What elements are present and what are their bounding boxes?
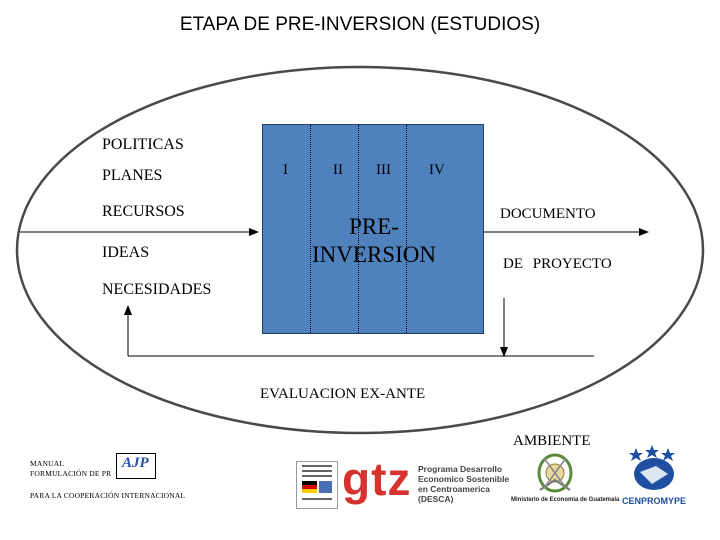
- program-line4: (DESCA): [418, 494, 454, 504]
- program-desca-block: Programa Desarrollo Economico Sostenible…: [418, 464, 509, 504]
- preinversion-label-line1: PRE-: [349, 214, 399, 239]
- phase-label-iii: III: [376, 162, 391, 178]
- guatemala-crest-icon: [537, 453, 573, 493]
- preinversion-label: PRE- INVERSION: [263, 213, 485, 269]
- manual-line3: PARA LA COOPERACIÓN INTERNACIONAL: [30, 491, 186, 500]
- input-ideas: IDEAS: [102, 244, 150, 261]
- program-line3: en Centroamerica: [418, 484, 490, 494]
- input-politicas: POLITICAS: [102, 136, 184, 153]
- page-title: ETAPA DE PRE-INVERSION (ESTUDIOS): [179, 14, 541, 35]
- german-cooperation-emblem: [296, 461, 338, 509]
- input-recursos: RECURSOS: [102, 203, 185, 220]
- input-planes: PLANES: [102, 167, 163, 184]
- program-line2: Economico Sostenible: [418, 474, 510, 484]
- phase-divider: [358, 125, 359, 333]
- input-necesidades: NECESIDADES: [102, 281, 212, 298]
- preinversion-box: I II III IV PRE- INVERSION: [262, 124, 484, 334]
- ministry-label: Ministerio de Economia de Guatemala: [511, 497, 620, 503]
- output-documento: DOCUMENTO: [500, 206, 596, 222]
- phase-label-i: I: [283, 162, 288, 178]
- gtz-logo: gtz: [342, 453, 412, 505]
- program-line1: Programa Desarrollo: [418, 464, 503, 474]
- environment-ellipse: [15, 65, 705, 435]
- phase-divider: [310, 125, 311, 333]
- cenpromype-emblem: [629, 445, 675, 490]
- evaluation-label: EVALUACION EX-ANTE: [260, 386, 426, 402]
- phase-label-iv: IV: [429, 162, 445, 178]
- manual-line2: FORMULACIÓN DE PR: [30, 469, 112, 478]
- phase-divider: [406, 125, 407, 333]
- output-proyecto: DE PROYECTO: [503, 256, 612, 272]
- preinversion-label-line2: INVERSION: [312, 242, 436, 267]
- ajp-logo-text: AJP: [122, 455, 149, 471]
- cenpromype-label: CENPROMYPE: [622, 496, 687, 506]
- manual-line1: MANUAL: [30, 459, 65, 468]
- phase-label-ii: II: [333, 162, 343, 178]
- ajp-logo: AJP: [116, 453, 156, 479]
- environment-label: AMBIENTE: [513, 433, 591, 449]
